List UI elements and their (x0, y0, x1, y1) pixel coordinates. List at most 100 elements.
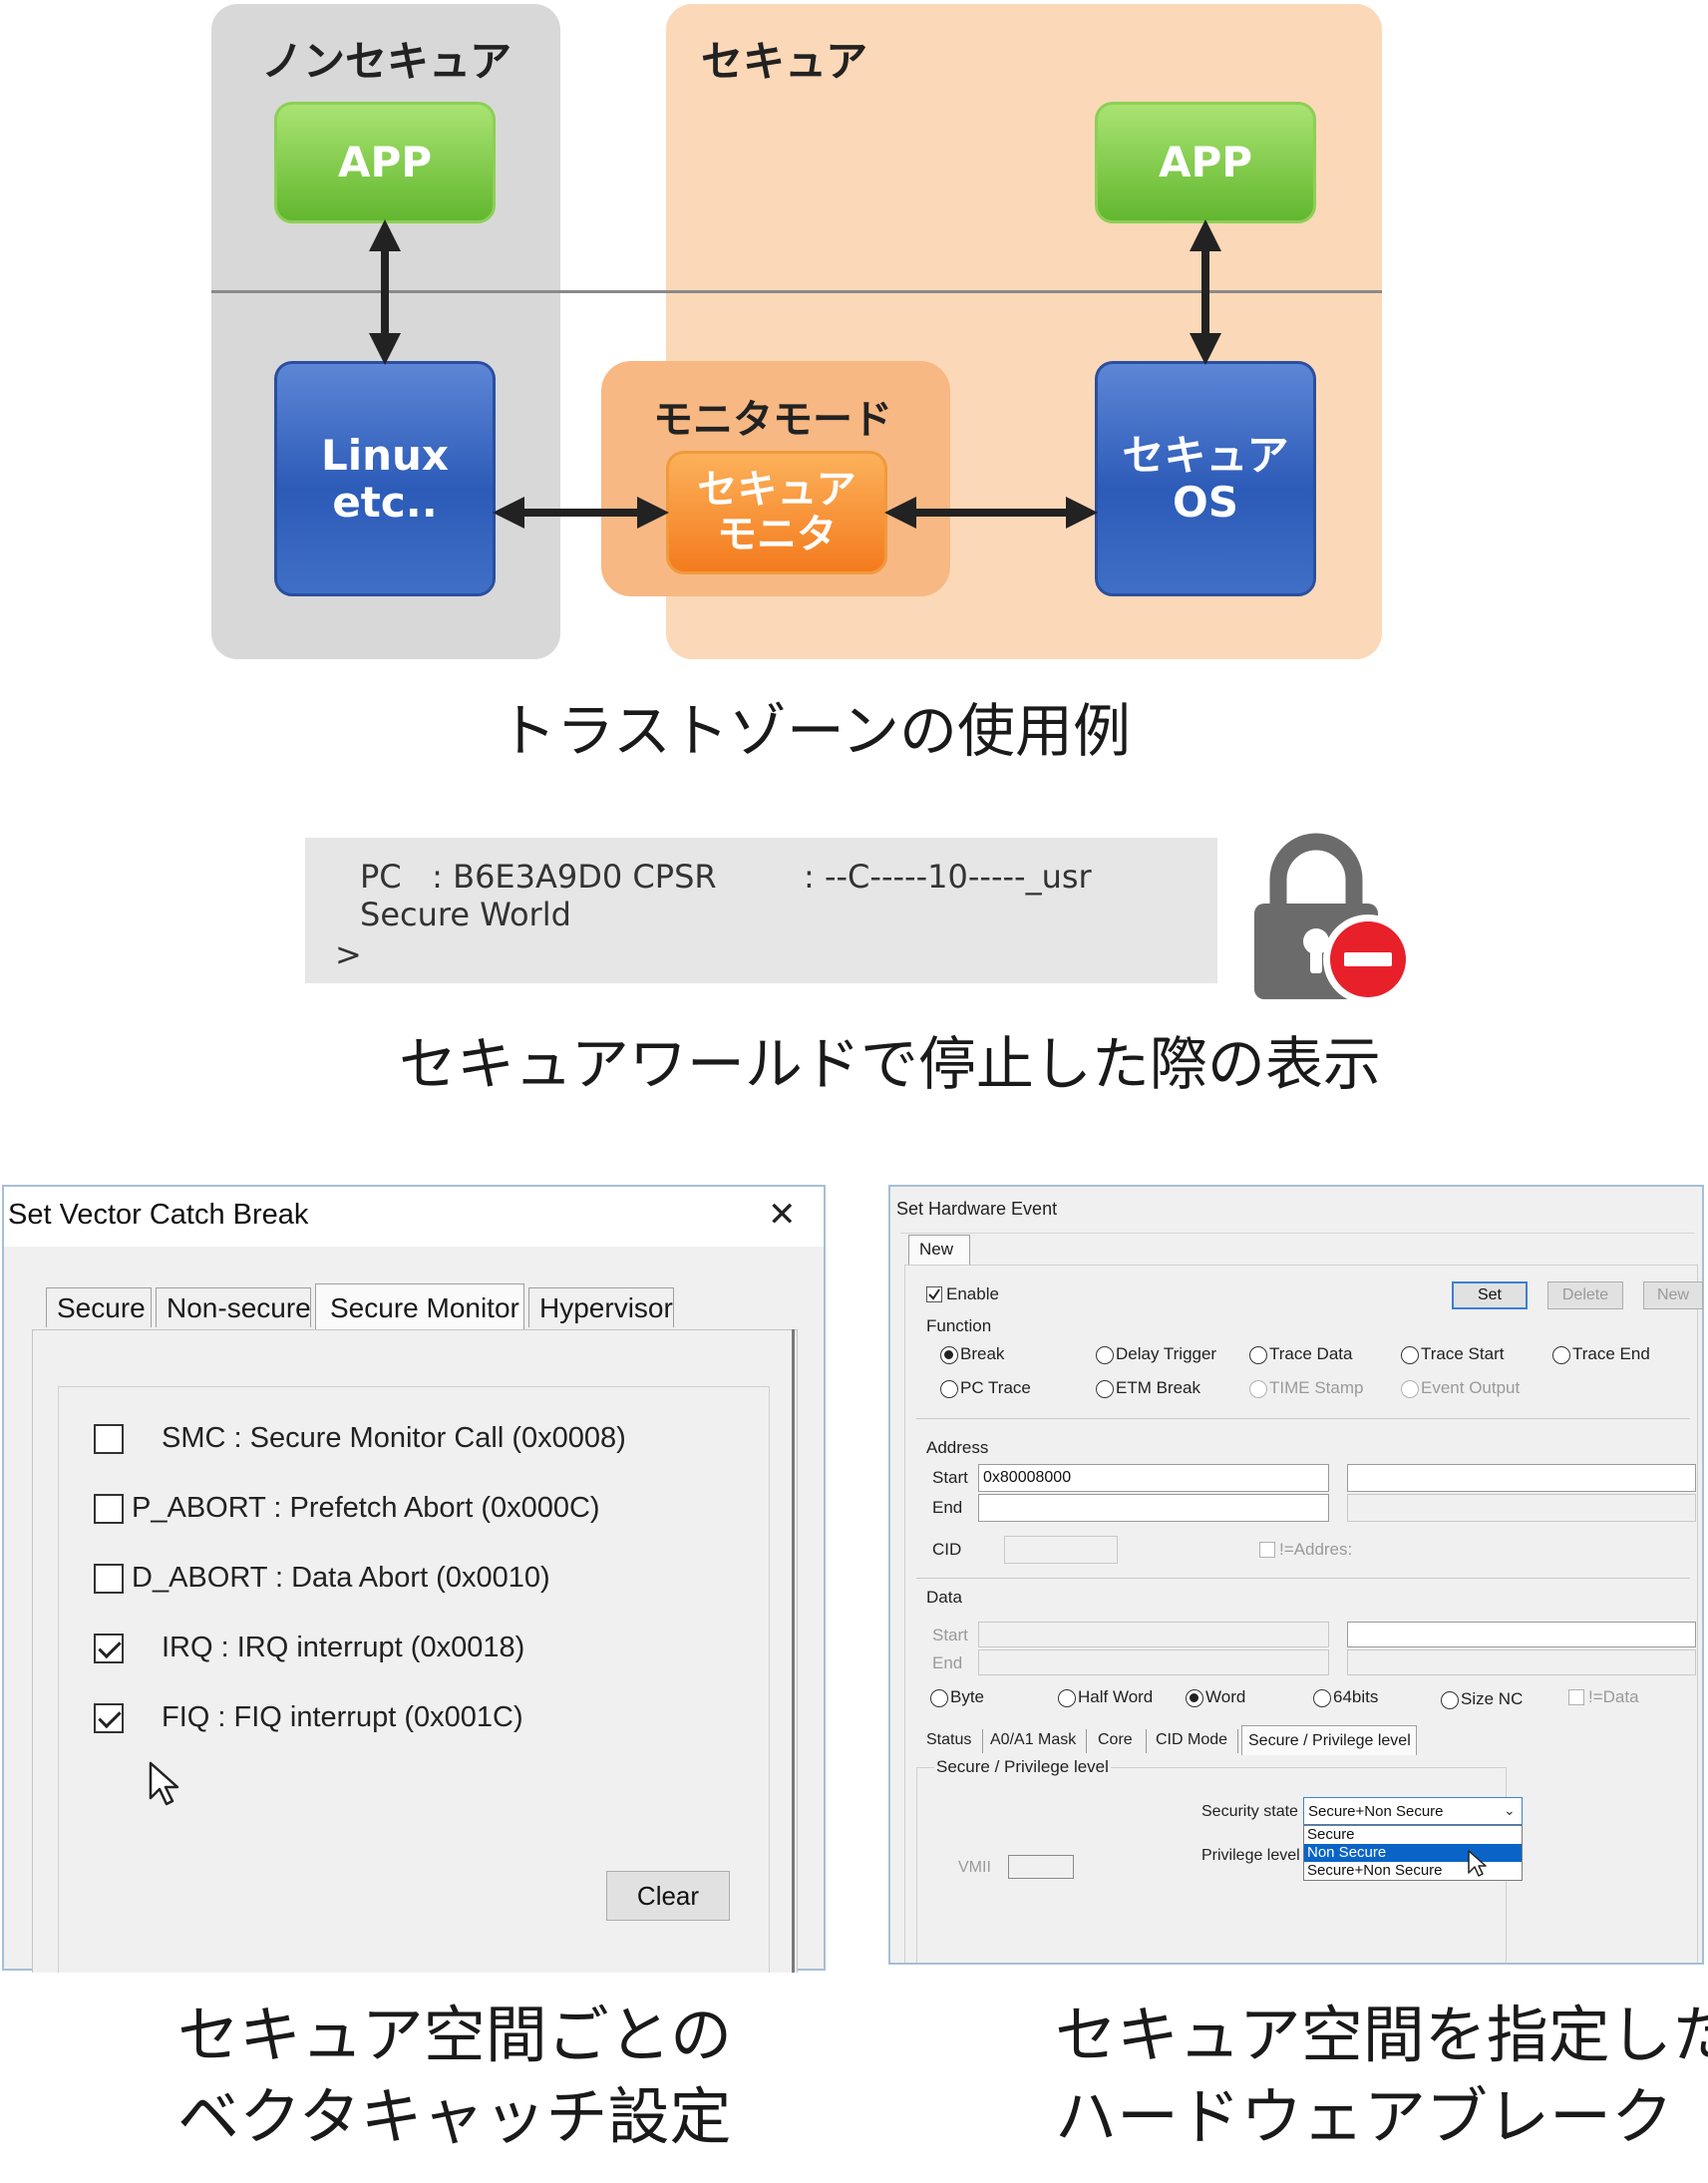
monitor-mode-label: モニタモード (653, 397, 892, 443)
radio-64bits[interactable] (1313, 1689, 1331, 1707)
new-button[interactable]: New (1643, 1281, 1703, 1309)
radio-byte[interactable] (930, 1689, 948, 1707)
bottom-tab-secure-privilege[interactable]: Secure / Privilege level (1241, 1725, 1417, 1755)
not-address-label: !=Addres: (1279, 1540, 1353, 1559)
secure-os-line1: セキュア (1122, 430, 1289, 480)
label-etm-break: ETM Break (1116, 1378, 1201, 1397)
label-byte: Byte (950, 1687, 985, 1706)
tab-non-secure[interactable]: Non-secure (156, 1287, 311, 1327)
cid-label: CID (932, 1540, 962, 1559)
radio-event-output[interactable] (1401, 1380, 1419, 1398)
option-secure-non-secure[interactable]: Secure+Non Secure (1304, 1862, 1522, 1880)
radio-break[interactable] (940, 1346, 958, 1364)
bottom-tab-a0a1-mask[interactable]: A0/A1 Mask (990, 1731, 1077, 1748)
not-data-checkbox[interactable] (1568, 1689, 1584, 1705)
diagram-arrows (369, 219, 1221, 529)
clear-button[interactable]: Clear (606, 1871, 730, 1921)
address-divider (916, 1578, 1690, 1579)
option-secure[interactable]: Secure (1304, 1826, 1522, 1844)
tab-secure-monitor[interactable]: Secure Monitor (315, 1283, 524, 1329)
checkbox-irq[interactable] (94, 1634, 124, 1663)
app-nonsecure-label: APP (337, 138, 433, 187)
world-divider (211, 290, 1382, 293)
label-irq: IRQ : IRQ interrupt (0x0018) (162, 1632, 525, 1663)
tab-hypervisor-label: Hypervisor (539, 1292, 673, 1323)
cid-input[interactable] (1004, 1536, 1118, 1564)
label-fiq: FIQ : FIQ interrupt (0x001C) (162, 1701, 523, 1733)
option-non-secure[interactable]: Non Secure (1304, 1844, 1522, 1862)
tab-secure-label: Secure (57, 1292, 146, 1323)
secure-monitor-block: セキュア モニタ (666, 451, 887, 574)
bottom-tab-secure-privilege-label: Secure / Privilege level (1248, 1732, 1411, 1749)
checkbox-d-abort[interactable] (94, 1564, 124, 1594)
vector-catch-inner-frame (58, 1386, 770, 1973)
data-start-label: Start (932, 1626, 968, 1644)
radio-word[interactable] (1186, 1689, 1203, 1707)
data-end-mask-input[interactable] (1347, 1649, 1696, 1675)
tab-separator (1086, 1729, 1087, 1753)
set-button[interactable]: Set (1452, 1281, 1528, 1309)
mouse-cursor-icon (1468, 1850, 1487, 1877)
radio-pc-trace[interactable] (940, 1380, 958, 1398)
enable-checkbox[interactable] (926, 1286, 942, 1302)
close-icon[interactable]: ✕ (768, 1196, 797, 1234)
data-start-input[interactable] (978, 1622, 1329, 1647)
not-address-checkbox[interactable] (1259, 1542, 1275, 1558)
console-cpsr-value: : --C-----10-----_usr (804, 858, 1092, 896)
tab-hypervisor[interactable]: Hypervisor (528, 1287, 674, 1327)
radio-trace-end[interactable] (1552, 1346, 1570, 1364)
bottom-tab-status[interactable]: Status (926, 1731, 972, 1748)
mouse-cursor-icon (149, 1761, 179, 1806)
address-end-input[interactable] (978, 1494, 1329, 1522)
vmid-input[interactable] (1008, 1855, 1074, 1879)
address-end-mask-input[interactable] (1347, 1494, 1696, 1522)
label-word: Word (1205, 1687, 1246, 1706)
console-world-line: Secure World (360, 896, 571, 933)
secure-label: セキュア (701, 37, 868, 86)
app-secure: APP (1095, 102, 1316, 223)
radio-delay-trigger[interactable] (1096, 1346, 1114, 1364)
secure-privilege-group-label: Secure / Privilege level (934, 1757, 1111, 1777)
secure-os-line2: OS (1173, 478, 1238, 527)
console-pc-line: PC : B6E3A9D0 CPSR (360, 858, 717, 896)
tab-separator (1146, 1729, 1147, 1753)
radio-trace-data[interactable] (1249, 1346, 1267, 1364)
bottom-tab-cid-mode[interactable]: CID Mode (1156, 1731, 1228, 1748)
checkbox-smc[interactable] (94, 1424, 124, 1454)
bottom-tab-core[interactable]: Core (1098, 1731, 1133, 1748)
label-trace-start: Trace Start (1421, 1344, 1505, 1363)
nonsecure-label: ノンセキュア (261, 37, 512, 86)
label-p-abort: P_ABORT : Prefetch Abort (0x000C) (132, 1492, 600, 1524)
radio-time-stamp[interactable] (1249, 1380, 1267, 1398)
address-end-label: End (932, 1498, 963, 1517)
checkbox-fiq[interactable] (94, 1703, 124, 1733)
data-start-mask-input[interactable] (1347, 1622, 1696, 1647)
radio-size-nc[interactable] (1441, 1691, 1459, 1709)
chevron-down-icon: ⌄ (1504, 1802, 1516, 1818)
address-start-mask-input[interactable] (1347, 1464, 1696, 1492)
hw-title-divider (900, 1233, 1694, 1234)
option-secure-non-secure-label: Secure+Non Secure (1307, 1862, 1443, 1879)
vmid-label: VMII (958, 1859, 991, 1876)
checkbox-p-abort[interactable] (94, 1494, 124, 1524)
vector-catch-caption-line2: ベクタキャッチ設定 (177, 2080, 732, 2153)
tab-secure[interactable]: Secure (46, 1287, 152, 1327)
label-trace-end: Trace End (1572, 1344, 1650, 1363)
tab-separator (1237, 1729, 1238, 1753)
radio-etm-break[interactable] (1096, 1380, 1114, 1398)
label-d-abort: D_ABORT : Data Abort (0x0010) (132, 1562, 550, 1594)
radio-trace-start[interactable] (1401, 1346, 1419, 1364)
option-secure-label: Secure (1307, 1826, 1355, 1843)
tab-new-label: New (919, 1240, 954, 1259)
security-state-select[interactable]: Secure+Non Secure ⌄ (1303, 1797, 1523, 1825)
option-non-secure-label: Non Secure (1307, 1844, 1387, 1861)
radio-half-word[interactable] (1058, 1689, 1076, 1707)
delete-button[interactable]: Delete (1547, 1281, 1623, 1309)
tab-new[interactable]: New (908, 1235, 970, 1265)
data-end-input[interactable] (978, 1649, 1329, 1675)
not-data-label: !=Data (1588, 1687, 1639, 1706)
address-start-value: 0x80008000 (983, 1469, 1072, 1486)
address-start-input[interactable]: 0x80008000 (978, 1464, 1329, 1492)
secure-monitor-line2: モニタ (717, 512, 837, 557)
data-end-label: End (932, 1653, 963, 1672)
